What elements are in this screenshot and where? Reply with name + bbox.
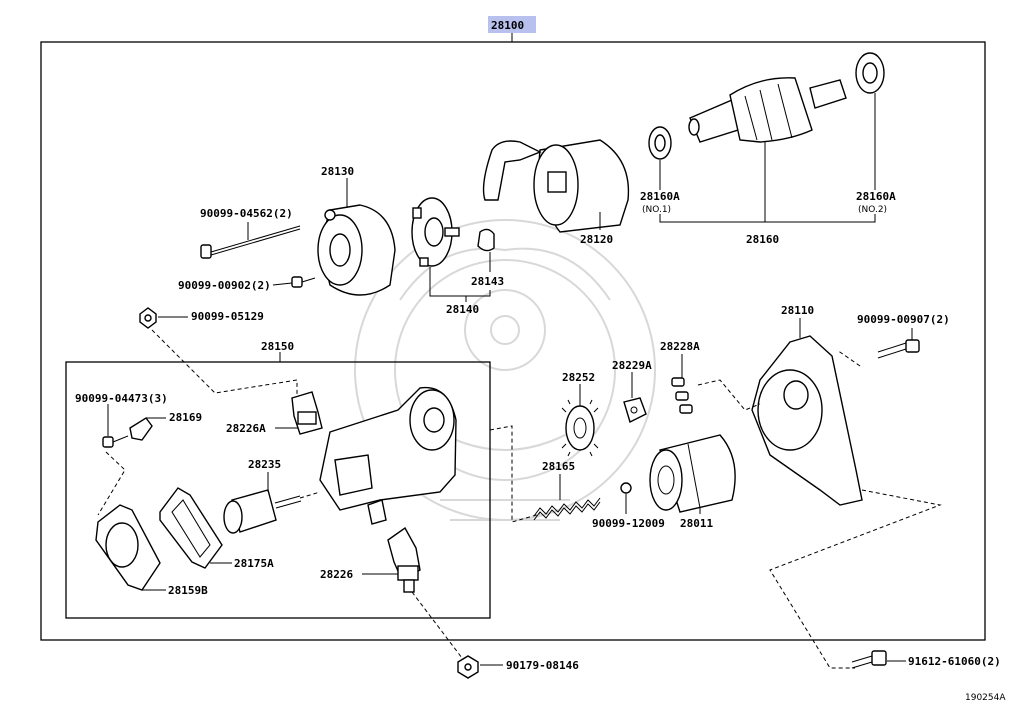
- label-28120[interactable]: 28120: [580, 233, 613, 246]
- diagram-code: 190254A: [965, 693, 1006, 703]
- clutch-icon[interactable]: [649, 434, 736, 513]
- spring-icon[interactable]: [477, 228, 495, 252]
- label-28160a-no1-note: (NO.1): [642, 205, 671, 215]
- screw-icon[interactable]: [291, 276, 316, 288]
- label-90099-12009[interactable]: 90099-12009: [592, 517, 665, 530]
- label-28160a-no1[interactable]: 28160A: [640, 190, 680, 203]
- label-90099-04562[interactable]: 90099-04562(2): [200, 207, 293, 220]
- label-28110[interactable]: 28110: [781, 304, 814, 317]
- label-28159b[interactable]: 28159B: [168, 584, 208, 597]
- bearing-icon[interactable]: [648, 126, 672, 160]
- assembly-frame: [40, 41, 986, 641]
- terminal-icon[interactable]: [291, 391, 323, 435]
- label-28226a[interactable]: 28226A: [226, 422, 266, 435]
- terminal-icon[interactable]: [387, 526, 421, 593]
- end-frame-icon[interactable]: [317, 204, 396, 296]
- watermark-emblem: [354, 219, 656, 521]
- bolt-icon[interactable]: [877, 339, 920, 359]
- main-part-highlight: [488, 16, 536, 33]
- label-28130[interactable]: 28130: [321, 165, 354, 178]
- subassembly-frame-28150: [65, 361, 491, 619]
- label-91612-61060[interactable]: 91612-61060(2): [908, 655, 1001, 668]
- gear-icon[interactable]: [623, 397, 647, 423]
- label-28165[interactable]: 28165: [542, 460, 575, 473]
- ball-icon[interactable]: [620, 482, 632, 494]
- gear-icon[interactable]: [561, 399, 599, 457]
- label-28143[interactable]: 28143: [471, 275, 504, 288]
- screw-icon[interactable]: [102, 435, 129, 448]
- cover-icon[interactable]: [95, 504, 161, 591]
- label-90099-00902[interactable]: 90099-00902(2): [178, 279, 271, 292]
- label-28235[interactable]: 28235: [248, 458, 281, 471]
- yoke-icon[interactable]: [482, 139, 630, 233]
- nut-icon[interactable]: [139, 307, 157, 329]
- label-90099-04473[interactable]: 90099-04473(3): [75, 392, 168, 405]
- plunger-icon[interactable]: [223, 489, 302, 534]
- bearing-icon[interactable]: [855, 52, 885, 94]
- label-28169[interactable]: 28169: [169, 411, 202, 424]
- label-28150[interactable]: 28150: [261, 340, 294, 353]
- label-28011[interactable]: 28011: [680, 517, 713, 530]
- bolt-icon[interactable]: [200, 225, 301, 259]
- label-90179-08146[interactable]: 90179-08146: [506, 659, 579, 672]
- label-28226[interactable]: 28226: [320, 568, 353, 581]
- coil-spring-icon[interactable]: [533, 497, 601, 521]
- gear-icon[interactable]: [671, 377, 693, 414]
- label-28175a[interactable]: 28175A: [234, 557, 274, 570]
- nut-icon[interactable]: [457, 655, 479, 679]
- armature-icon[interactable]: [688, 77, 847, 143]
- label-28160[interactable]: 28160: [746, 233, 779, 246]
- magnetic-switch-icon[interactable]: [319, 386, 457, 525]
- housing-icon[interactable]: [751, 335, 863, 506]
- terminal-icon[interactable]: [129, 417, 153, 441]
- label-28160a-no2-note: (NO.2): [858, 205, 887, 215]
- bolt-icon[interactable]: [851, 650, 887, 669]
- label-90099-05129[interactable]: 90099-05129: [191, 310, 264, 323]
- label-28140[interactable]: 28140: [446, 303, 479, 316]
- gasket-icon[interactable]: [159, 487, 223, 569]
- main-part-number[interactable]: 28100: [491, 19, 524, 32]
- label-90099-00907[interactable]: 90099-00907(2): [857, 313, 950, 326]
- label-28252[interactable]: 28252: [562, 371, 595, 384]
- label-28160a-no2[interactable]: 28160A: [856, 190, 896, 203]
- label-28229a[interactable]: 28229A: [612, 359, 652, 372]
- label-28228a[interactable]: 28228A: [660, 340, 700, 353]
- brush-holder-icon[interactable]: [411, 197, 460, 267]
